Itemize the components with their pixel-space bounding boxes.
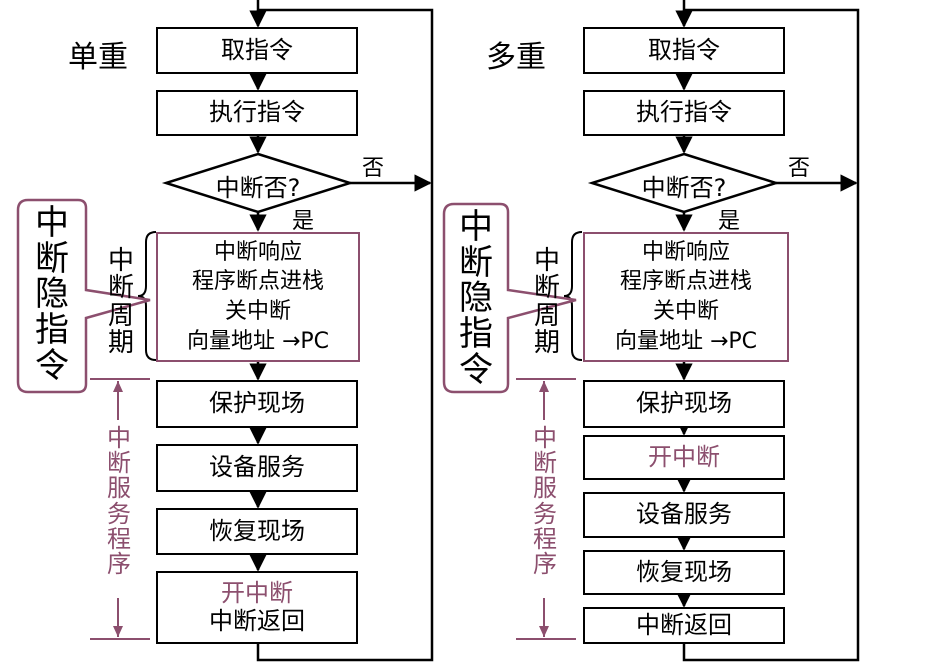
left-cycle-label: 中 断 周 期: [106, 246, 136, 358]
right-return-box: 中断返回: [583, 607, 785, 644]
right-service-char: 服: [533, 474, 557, 503]
right-fetch-label: 取指令: [648, 35, 720, 64]
left-title: 单重: [68, 40, 128, 75]
right-open-interrupt-label: 开中断: [648, 442, 720, 471]
left-service-char: 中: [107, 424, 131, 452]
left-return-label: 中断返回: [209, 606, 305, 635]
right-service-char: 序: [533, 549, 557, 578]
left-open-interrupt-label: 开中断: [221, 578, 293, 607]
left-restore-label: 恢复现场: [209, 516, 305, 545]
right-fetch-box: 取指令: [583, 27, 785, 74]
left-execute-label: 执行指令: [209, 98, 305, 127]
right-restore-label: 恢复现场: [636, 557, 732, 586]
right-service-routine-label: 中 断 服 务 程 序: [530, 424, 560, 578]
right-service-bracket: [516, 378, 576, 640]
right-cycle-line-2: 程序断点进栈: [619, 269, 752, 295]
left-cycle-char: 周: [107, 300, 134, 331]
left-return-box: 开中断 中断返回: [156, 571, 358, 644]
right-yes-label: 是: [718, 209, 741, 234]
left-flow-lines: [249, 0, 434, 662]
left-cycle-brace: [137, 231, 157, 361]
right-decision-label: 中断否?: [641, 174, 727, 202]
right-cycle-line-4: 向量地址 →PC: [614, 328, 758, 354]
right-callout-char: 令: [459, 349, 493, 390]
right-restore-box: 恢复现场: [583, 550, 785, 595]
right-callout-char: 隐: [459, 278, 493, 319]
left-service-char: 断: [107, 449, 131, 478]
left-callout-char: 指: [35, 310, 69, 351]
right-callout-char: 指: [459, 314, 493, 355]
left-decision-diamond: [161, 152, 355, 214]
left-fetch-box: 取指令: [156, 27, 358, 74]
left-cycle-char: 期: [107, 327, 134, 358]
right-title: 多重: [486, 40, 546, 75]
right-cycle-brace: [563, 231, 583, 361]
left-decision-label: 中断否?: [215, 174, 301, 202]
right-service-box: 设备服务: [583, 492, 785, 538]
left-cycle-line-2: 程序断点进栈: [191, 269, 324, 295]
left-cycle-box: 中断响应 程序断点进栈 关中断 向量地址 →PC: [156, 232, 360, 362]
left-callout-char: 令: [35, 345, 69, 386]
right-callout-char: 断: [459, 242, 493, 283]
right-cycle-char: 周: [533, 300, 560, 331]
right-cycle-char: 期: [533, 327, 560, 358]
right-cycle-line-3: 关中断: [652, 299, 719, 324]
left-service-box: 设备服务: [156, 444, 358, 492]
left-service-label: 设备服务: [209, 453, 305, 482]
left-fetch-label: 取指令: [221, 35, 293, 64]
right-service-label: 设备服务: [636, 500, 732, 529]
right-service-char: 程: [533, 524, 557, 553]
left-callout-char: 中: [35, 203, 69, 243]
left-service-char: 服: [107, 474, 131, 503]
left-callout-char: 断: [35, 238, 69, 279]
left-save-label: 保护现场: [209, 389, 305, 418]
right-save-label: 保护现场: [636, 389, 732, 418]
left-service-routine-label: 中 断 服 务 程 序: [104, 424, 134, 578]
right-callout-text: 中 断 隐 指 令: [451, 207, 501, 390]
right-decision-diamond: [587, 152, 781, 214]
left-execute-box: 执行指令: [156, 90, 358, 136]
left-cycle-line-1: 中断响应: [213, 239, 302, 265]
left-restore-box: 恢复现场: [156, 508, 358, 555]
left-cycle-line-4: 向量地址 →PC: [186, 328, 330, 354]
right-execute-box: 执行指令: [583, 90, 785, 136]
right-callout-char: 中: [459, 207, 493, 247]
right-return-label: 中断返回: [636, 610, 732, 639]
left-save-box: 保护现场: [156, 380, 358, 428]
left-cycle-char: 中: [107, 246, 134, 276]
right-callout-bubble: [442, 202, 577, 394]
right-service-char: 务: [533, 499, 557, 528]
left-callout-text: 中 断 隐 指 令: [27, 203, 77, 386]
left-service-char: 程: [107, 524, 131, 553]
right-no-label: 否: [788, 156, 811, 181]
left-cycle-line-3: 关中断: [224, 299, 291, 324]
right-service-char: 中: [533, 424, 557, 452]
right-open-interrupt-box: 开中断: [583, 435, 785, 480]
right-execute-label: 执行指令: [636, 98, 732, 127]
left-service-char: 序: [107, 549, 131, 578]
right-cycle-line-1: 中断响应: [641, 239, 730, 265]
right-service-char: 断: [533, 449, 557, 478]
left-callout-bubble: [16, 198, 151, 394]
right-cycle-char: 中: [533, 246, 560, 276]
right-cycle-label: 中 断 周 期: [532, 246, 562, 358]
right-cycle-box: 中断响应 程序断点进栈 关中断 向量地址 →PC: [583, 232, 789, 362]
left-cycle-char: 断: [107, 273, 134, 304]
left-yes-label: 是: [292, 209, 315, 234]
left-no-label: 否: [362, 156, 385, 181]
right-save-box: 保护现场: [583, 380, 785, 428]
right-flow-lines: [675, 0, 860, 662]
right-cycle-char: 断: [533, 273, 560, 304]
left-callout-char: 隐: [35, 274, 69, 315]
left-service-char: 务: [107, 499, 131, 528]
